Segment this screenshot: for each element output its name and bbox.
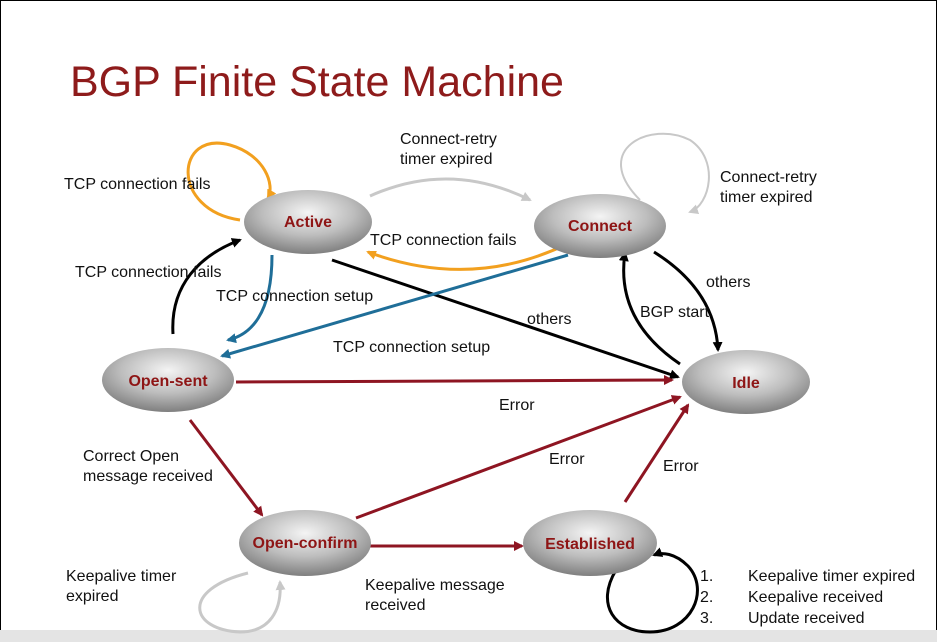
label-connect-to-opensent: TCP connection setup — [333, 339, 491, 356]
edge-active-to-connect — [369, 177, 532, 202]
list-item: 2.Keepalive received — [700, 589, 884, 606]
label-idle-to-connect: BGP start — [640, 304, 710, 321]
label-opensent-to-openconfirm: Correct Open message received — [83, 448, 213, 485]
label-connect-to-active: TCP connection fails — [370, 231, 517, 251]
edge-established-to-idle — [623, 403, 690, 503]
edge-connect-to-active — [366, 243, 566, 271]
label-opensent-to-active: TCP connection fails — [75, 264, 222, 281]
label-opensent-to-idle: Error — [499, 397, 535, 414]
state-active: Active — [244, 190, 372, 254]
edge-openconfirm-self — [198, 571, 286, 634]
established-self-list: 1.Keepalive timer expired 2.Keepalive re… — [700, 566, 915, 629]
label-active-to-connect: Connect-retry timer expired — [400, 131, 497, 168]
svg-text:Active: Active — [284, 214, 332, 231]
edge-openconfirm-to-idle — [355, 395, 682, 520]
edge-active-self — [186, 141, 277, 222]
edge-connect-self — [620, 132, 710, 215]
state-connect: Connect — [534, 194, 666, 258]
edge-established-self — [605, 547, 699, 634]
svg-text:Established: Established — [545, 536, 635, 553]
label-openconfirm-to-idle: Error — [549, 451, 585, 468]
svg-text:Idle: Idle — [732, 375, 760, 392]
list-item: 3.Update received — [700, 610, 865, 627]
state-idle: Idle — [682, 350, 810, 414]
edge-active-to-opensent — [226, 254, 274, 344]
edge-active-to-idle — [331, 258, 680, 380]
label-openconfirm-to-established: Keepalive message received — [365, 577, 505, 614]
edge-opensent-to-openconfirm — [188, 419, 264, 517]
slide-title: BGP Finite State Machine — [70, 58, 564, 106]
edge-idle-to-connect — [618, 251, 681, 366]
edge-connect-to-idle — [653, 250, 723, 352]
label-established-to-idle: Error — [663, 458, 699, 475]
label-connect-to-idle: others — [706, 274, 751, 291]
state-established: Established — [523, 510, 657, 576]
label-openconfirm-self: Keepalive timer expired — [66, 568, 177, 605]
svg-text:Connect: Connect — [568, 218, 633, 235]
label-active-to-idle: others — [527, 311, 572, 328]
label-connect-self: Connect-retry timer expired — [720, 169, 817, 206]
edge-connect-to-opensent — [220, 253, 569, 359]
edge-opensent-to-idle — [235, 375, 674, 386]
label-active-self: TCP connection fails — [64, 176, 211, 193]
list-item: 1.Keepalive timer expired — [700, 568, 916, 585]
svg-text:Open-confirm: Open-confirm — [253, 535, 358, 552]
state-open-confirm: Open-confirm — [239, 510, 371, 576]
svg-text:Open-sent: Open-sent — [128, 373, 208, 390]
edge-opensent-to-active — [171, 238, 242, 335]
state-open-sent: Open-sent — [102, 348, 234, 412]
label-active-to-opensent: TCP connection setup — [216, 288, 374, 305]
